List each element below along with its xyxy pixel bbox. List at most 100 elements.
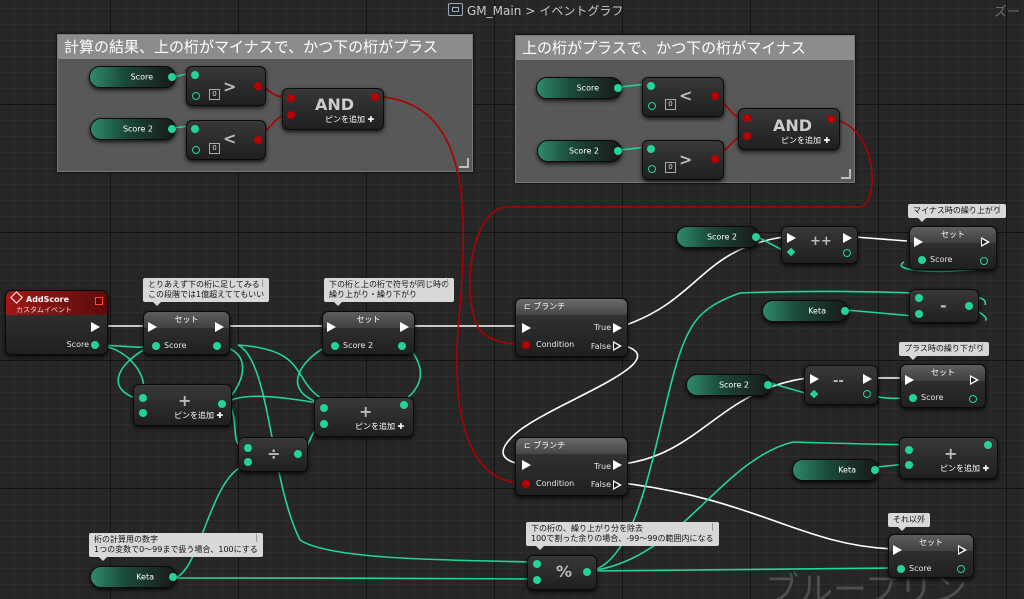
float-pin[interactable]: [897, 565, 905, 573]
set-score-node[interactable]: セット Score: [143, 311, 230, 355]
float-pin[interactable]: [320, 404, 328, 412]
custom-event-node[interactable]: AddScore カスタムイベント Score: [5, 290, 108, 355]
less-than-node[interactable]: 0 <: [186, 120, 266, 160]
float-pin[interactable]: [843, 249, 851, 257]
exec-in-pin[interactable]: [787, 233, 796, 243]
float-pin[interactable]: [909, 394, 917, 402]
float-pin[interactable]: [871, 466, 879, 474]
set-score-node[interactable]: セット Score: [909, 226, 997, 270]
float-pin[interactable]: [918, 256, 926, 264]
float-pin[interactable]: [213, 342, 221, 350]
bubble-handle-icon[interactable]: [447, 279, 453, 287]
exec-out-pin[interactable]: [613, 323, 622, 333]
exec-out-pin[interactable]: [400, 322, 409, 332]
float-pin[interactable]: [905, 446, 913, 454]
and-node[interactable]: AND ピンを追加 ✚: [282, 88, 384, 130]
exec-in-pin[interactable]: [327, 322, 336, 332]
comment-bubble[interactable]: とりあえず下の桁に足してみるこの段階では1億超えててもいい: [143, 278, 270, 306]
bool-pin[interactable]: [711, 155, 719, 163]
add-pin-button[interactable]: ピンを追加 ✚: [174, 411, 224, 420]
bubble-handle-icon[interactable]: [981, 343, 988, 351]
float-pin[interactable]: [648, 102, 656, 110]
float-pin[interactable]: [152, 342, 160, 350]
float-pin[interactable]: [192, 92, 200, 100]
exec-out-pin[interactable]: [91, 322, 100, 332]
float-pin[interactable]: [244, 458, 252, 466]
branch-node[interactable]: ⊏ ブランチ True Condition False: [515, 437, 628, 496]
float-pin[interactable]: [786, 247, 796, 257]
float-pin[interactable]: [984, 441, 992, 449]
modulo-node[interactable]: %: [527, 555, 597, 590]
comment-bubble[interactable]: プラス時の繰り下がり: [899, 342, 989, 360]
float-pin[interactable]: [191, 125, 199, 133]
breadcrumb-graph-name[interactable]: GM_Main: [467, 4, 522, 18]
keta-getter[interactable]: Keta: [762, 300, 849, 322]
bool-pin[interactable]: [827, 115, 835, 123]
float-pin[interactable]: [752, 233, 760, 241]
increment-node[interactable]: ++: [781, 226, 858, 264]
exec-out-pin[interactable]: [981, 237, 990, 247]
add-node[interactable]: + ピンを追加 ✚: [899, 437, 998, 479]
bool-pin[interactable]: [711, 92, 719, 100]
score-getter[interactable]: Score: [536, 77, 622, 99]
bool-pin[interactable]: [254, 136, 262, 144]
float-pin[interactable]: [583, 568, 591, 576]
bubble-handle-icon[interactable]: [255, 534, 262, 542]
exec-out-pin[interactable]: [613, 460, 622, 470]
float-pin[interactable]: [320, 420, 328, 428]
bubble-handle-icon[interactable]: [262, 279, 268, 287]
bool-pin[interactable]: [287, 94, 295, 102]
bool-pin[interactable]: [371, 93, 379, 101]
exec-out-pin[interactable]: [863, 374, 872, 384]
float-pin[interactable]: [533, 560, 541, 568]
delegate-pin-icon[interactable]: [95, 297, 103, 305]
float-pin[interactable]: [915, 310, 923, 318]
breadcrumb-graph-type[interactable]: イベントグラフ: [539, 4, 624, 18]
float-pin[interactable]: [957, 565, 965, 573]
float-pin[interactable]: [533, 576, 541, 584]
exec-out-pin[interactable]: [970, 375, 979, 385]
float-pin[interactable]: [91, 341, 99, 349]
float-pin[interactable]: [169, 573, 177, 581]
set-score-node[interactable]: セット Score: [888, 534, 974, 578]
exec-in-pin[interactable]: [148, 322, 157, 332]
float-pin[interactable]: [398, 342, 406, 350]
float-pin[interactable]: [965, 302, 973, 310]
float-pin[interactable]: [764, 381, 772, 389]
add-node[interactable]: + ピンを追加 ✚: [314, 397, 414, 437]
float-pin[interactable]: [244, 444, 252, 452]
bubble-handle-icon[interactable]: [998, 205, 1005, 213]
resize-handle-icon[interactable]: [841, 169, 851, 179]
bool-pin[interactable]: [254, 82, 262, 90]
float-pin[interactable]: [331, 342, 339, 350]
float-pin[interactable]: [139, 409, 147, 417]
score2-getter[interactable]: Score 2: [537, 140, 622, 162]
bool-pin[interactable]: [743, 132, 751, 140]
score-getter[interactable]: Score: [89, 66, 176, 88]
exec-in-pin[interactable]: [905, 375, 914, 385]
float-pin[interactable]: [614, 84, 622, 92]
resize-handle-icon[interactable]: [459, 158, 469, 168]
comment-title[interactable]: 計算の結果、上の桁がマイナスで、かつ下の桁がプラス: [58, 35, 472, 59]
float-pin[interactable]: [647, 82, 655, 90]
keta-getter[interactable]: Keta: [792, 459, 879, 481]
bubble-handle-icon[interactable]: [923, 514, 929, 522]
keta-getter[interactable]: Keta: [90, 566, 177, 588]
float-pin[interactable]: [647, 145, 655, 153]
score2-getter[interactable]: Score 2: [676, 226, 760, 248]
score2-getter[interactable]: Score 2: [686, 374, 772, 396]
branch-node[interactable]: ⊏ ブランチ True Condition False: [515, 298, 628, 357]
bool-pin[interactable]: [743, 114, 751, 122]
exec-in-pin[interactable]: [522, 323, 531, 333]
default-value-box[interactable]: 0: [209, 89, 220, 100]
exec-in-pin[interactable]: [914, 237, 923, 247]
add-node[interactable]: + ピンを追加 ✚: [133, 384, 232, 426]
exec-out-pin[interactable]: [843, 233, 852, 243]
set-score-node[interactable]: セット Score: [900, 364, 986, 408]
greater-than-node[interactable]: 0 >: [186, 66, 266, 106]
decrement-node[interactable]: --: [804, 365, 878, 405]
add-pin-button[interactable]: ピンを追加 ✚: [781, 136, 831, 145]
float-pin[interactable]: [841, 307, 849, 315]
